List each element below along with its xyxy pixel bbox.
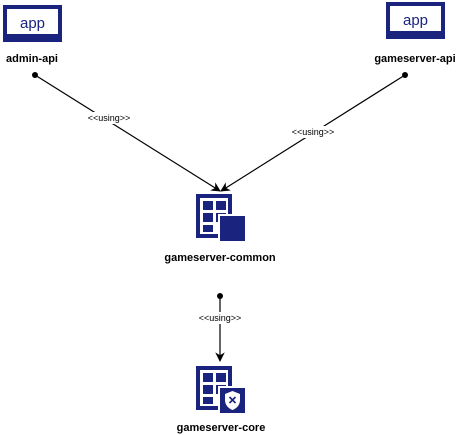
node-label-gameserver-core: gameserver-core (177, 422, 266, 434)
node-label-admin-api: admin-api (6, 53, 58, 65)
module-grid-icon (196, 194, 246, 242)
edge-gameserver-common-to-gameserver-core[interactable]: <<using>> (193, 293, 247, 362)
module-grid-shield-icon (196, 366, 246, 414)
edge-source-dot (32, 72, 38, 78)
edge-source-dot (402, 72, 408, 78)
edge-admin-api-to-gameserver-common[interactable]: <<using>> (32, 72, 221, 192)
node-gameserver-common[interactable]: gameserver-common (164, 194, 276, 264)
edge-label-background (193, 312, 247, 324)
app-icon-text: app (20, 15, 45, 32)
shield-icon (225, 391, 240, 410)
node-gameserver-core[interactable]: gameserver-core (177, 366, 266, 434)
edge-line (34, 74, 221, 192)
edge-label-background (82, 112, 136, 124)
node-gameserver-api[interactable]: app gameserver-api (374, 2, 456, 65)
edge-label-admin-api: <<using>> (88, 113, 131, 123)
app-icon-text: app (403, 12, 428, 29)
node-label-gameserver-common: gameserver-common (164, 252, 276, 264)
app-window-icon: app (386, 2, 445, 39)
edge-label-gameserver-api: <<using>> (292, 127, 335, 137)
edge-gameserver-api-to-gameserver-common[interactable]: <<using>> (220, 72, 408, 192)
edge-label-background (286, 126, 340, 138)
edge-source-dot (217, 293, 223, 299)
edge-label-gameserver-common: <<using>> (199, 313, 242, 323)
node-admin-api[interactable]: app admin-api (3, 5, 62, 65)
node-label-gameserver-api: gameserver-api (374, 53, 455, 65)
app-window-icon: app (3, 5, 62, 42)
